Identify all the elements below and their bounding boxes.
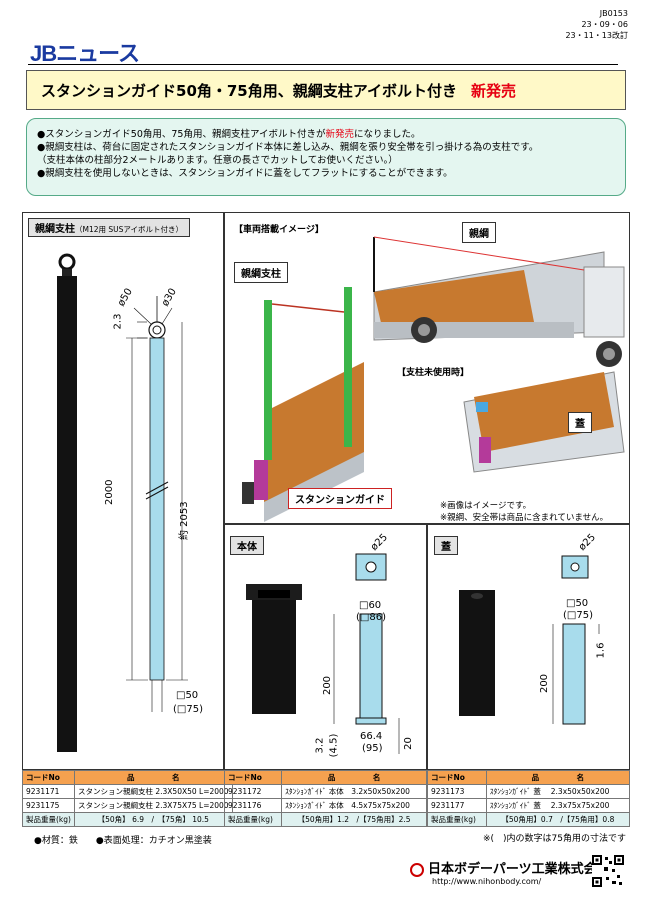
intro-line-1: ●スタンションガイド50角用、75角用、親綱支柱アイボルト付きが新発売になりまし… [37,129,421,140]
post-tag: 親綱支柱（M12用 SUSアイボルト付き） [28,218,191,237]
logo: JBニュース [30,41,140,66]
intro-box: ●スタンションガイド50角用、75角用、親綱支柱アイボルト付きが新発売になりまし… [26,118,626,196]
doc-date: 23・09・06 [581,20,628,29]
intro-line-4: ●親綱支柱を使用しないときは、スタンションガイドに蓋をしてフラットにすることがで… [37,168,453,179]
detail-post-left [264,300,272,460]
qr-code-icon [592,855,624,887]
body-dim-w66: 66.4 [360,731,383,742]
body-dim-t45: (4.5) [328,733,340,758]
material-note: ●材質：鉄 ●表面処理：カチオン黒塗装 [34,836,212,846]
intro-line-2: ●親綱支柱は、荷台に固定されたスタンションガイド本体に差し込み、親綱を張り安全帯… [37,142,539,153]
document-info: JB0153 23・09・06 23・11・13改訂 [565,8,628,41]
page-title: スタンションガイド50角・75角用、親綱支柱アイボルト付き [41,81,458,100]
post-pipe-drawing [149,337,165,681]
truck-deck [374,270,534,336]
post-label: 親綱支柱 [234,262,288,283]
note-rope: ※親綱、安全帯は商品に含まれていません。 [440,513,609,523]
title-banner: スタンションガイド50角・75角用、親綱支柱アイボルト付き 新発売 [26,70,626,110]
intro-new: 新発売 [325,129,355,140]
new-badge: 新発売 [471,81,517,100]
company-logo-icon [410,862,424,877]
body-dim-sq60: □60 [359,600,382,611]
eyebolt-ring [58,253,76,271]
lid-drawing [459,555,600,725]
post-body-black [57,276,77,752]
body-dim-h200: 200 [322,675,334,696]
body-dim-sq86: (□86) [356,612,386,623]
company-url[interactable]: http://www.nihonbody.com/ [432,877,542,886]
dim-total: 約 2053 [179,501,190,540]
dim-sq50: □50 [176,690,199,701]
unused-label: 【支柱未使用時】 [397,368,470,378]
post-drawing [57,253,188,752]
body-drawing [246,553,400,754]
intro-line-3: （支柱本体の柱部分2メートルあります。任意の長さでカットしてお使いください。） [37,155,398,166]
company-name: 日本ボデーパーツ工業株式会社 [410,858,610,877]
lid-panel [427,524,630,770]
lid-highlight [476,402,488,412]
vehicle-tag: 【車両搭載イメージ】 [234,225,324,235]
lid-dim-sq50: □50 [566,598,589,609]
lid-dim-h16: 1.6 [595,642,607,659]
post-panel [22,212,224,770]
body-dim-h20: 20 [402,737,414,750]
lid-label: 蓋 [568,412,592,433]
body-dim-t32: 3.2 [314,737,326,754]
detail-post-right [344,287,352,447]
header-divider [28,64,618,65]
lid-photo [459,590,495,716]
lid-dim-sq75: (□75) [563,610,593,621]
body-photo [252,586,296,714]
lid-tag: 蓋 [434,536,458,555]
truck-cab [583,266,625,338]
doc-number: JB0153 [599,9,628,18]
dim-length: 2000 [104,479,115,505]
doc-revised: 23・11・13改訂 [565,31,628,40]
body-dim-w95: (95) [362,743,383,754]
dim-sq75: (□75) [173,704,203,715]
lid-dim-h200: 200 [539,673,551,694]
dimension-note: ※( )内の数字は75角用の寸法です [482,834,626,844]
note-image: ※画像はイメージです。 [440,501,532,511]
body-panel [224,524,427,770]
rope-label: 親綱 [462,222,496,243]
guide-label: スタンションガイド [288,488,392,509]
vehicle-panel [224,212,630,524]
body-tag: 本体 [230,536,264,555]
dim-2-3: 2.3 [112,313,124,330]
